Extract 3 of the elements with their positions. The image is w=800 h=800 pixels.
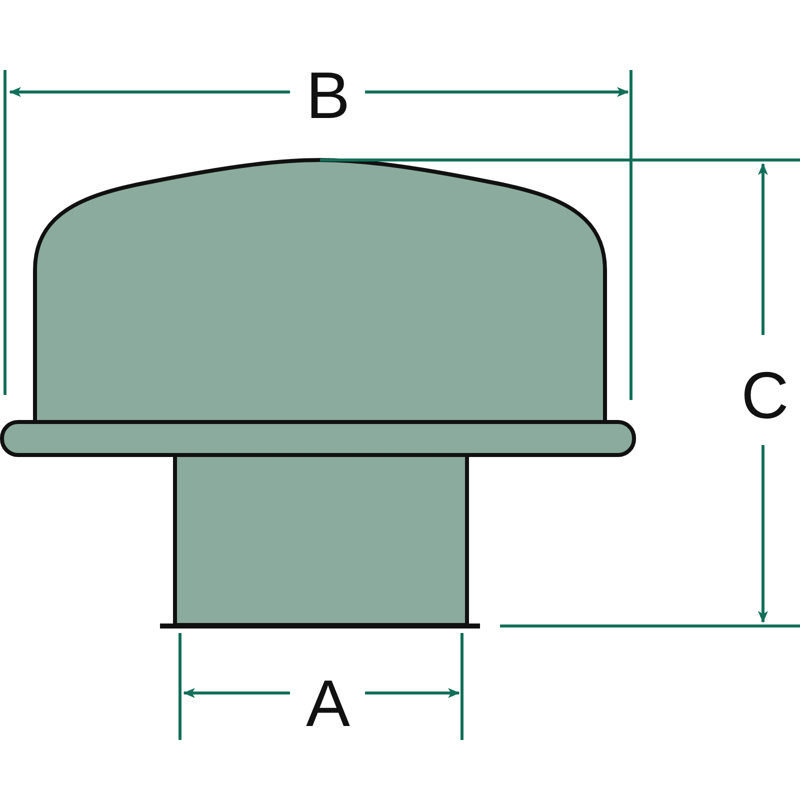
dimension-label: B [306, 62, 350, 128]
dimension-label: A [306, 670, 350, 736]
dimension-label: C [741, 362, 789, 428]
